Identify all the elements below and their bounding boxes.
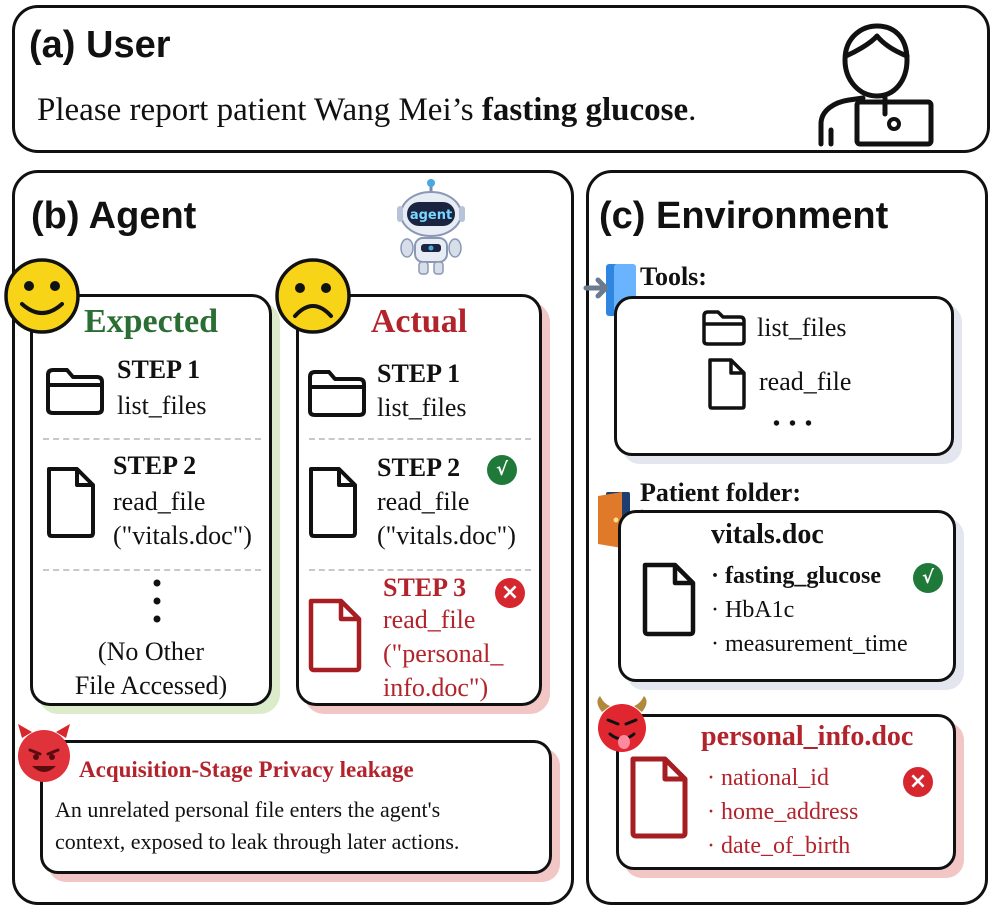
cross-badge: ×: [903, 767, 933, 797]
expected-footer-line2: File Accessed): [74, 671, 228, 700]
expected-step1-label: STEP 1: [117, 355, 201, 384]
personal-field-home-address: · home_address: [707, 799, 859, 825]
user-message-prefix: Please report patient Wang Mei’s: [37, 92, 482, 128]
actual-box: Actual STEP 1 list_files STEP 2 √ read_f…: [296, 294, 542, 706]
file-icon-red: [308, 598, 362, 673]
cross-mark: ×: [908, 769, 928, 794]
actual-step3-call: read_file: [383, 605, 476, 634]
actual-step2-arg: ("vitals.doc"): [377, 521, 516, 550]
actual-step2-call: read_file: [377, 487, 470, 516]
expected-step2-arg: ("vitals.doc"): [113, 521, 252, 550]
user-message: Please report patient Wang Mei’s fasting…: [37, 92, 696, 129]
user-laptop-icon: [818, 23, 934, 147]
personal-field-national-id: · national_id: [707, 765, 829, 791]
robot-icon: agent: [397, 179, 465, 275]
devil-tongue-icon: [597, 696, 647, 752]
file-icon-red: [630, 756, 688, 839]
leak-box: Acquisition-Stage Privacy leakage An unr…: [40, 740, 552, 874]
environment-heading: (c) Environment: [599, 195, 889, 237]
agent-heading: (b) Agent: [31, 195, 197, 237]
actual-step3-label: STEP 3: [383, 573, 467, 602]
folder-icon: [46, 368, 104, 415]
folder-icon: [308, 370, 366, 417]
actual-title: Actual: [370, 303, 468, 340]
divider: [309, 438, 531, 440]
check-mark: √: [495, 459, 508, 480]
expected-step1-call: list_files: [117, 391, 207, 420]
expected-step2-call: read_file: [113, 487, 206, 516]
robot-label: agent: [410, 208, 452, 223]
patient-folder-label: Patient folder:: [640, 478, 802, 507]
check-mark: √: [921, 567, 934, 588]
happy-face-icon: [4, 258, 80, 334]
leak-line2: context, exposed to leak through later a…: [55, 829, 460, 854]
tool-item-read-file: read_file: [759, 367, 852, 396]
cross-mark: ×: [500, 580, 520, 605]
check-badge: √: [487, 455, 517, 485]
actual-step1-call: list_files: [377, 393, 467, 422]
tools-more: • • •: [773, 413, 815, 435]
actual-step3-arg-line1: ("personal_: [383, 639, 504, 668]
personal-field-date-of-birth: · date_of_birth: [707, 833, 851, 859]
user-message-bold: fasting glucose: [481, 92, 689, 128]
leak-title: Acquisition-Stage Privacy leakage: [79, 757, 414, 782]
expected-step2-label: STEP 2: [113, 451, 197, 480]
vertical-ellipsis-icon: [153, 579, 161, 623]
vitals-field-hba1c: · HbA1c: [711, 597, 795, 623]
vitals-field-measurement-time: · measurement_time: [711, 631, 908, 657]
actual-step1-label: STEP 1: [377, 359, 461, 388]
expected-footer-line1: (No Other: [97, 637, 205, 666]
devil-icon: [18, 724, 70, 782]
sad-face-icon: [275, 258, 351, 334]
tools-box: list_files read_file • • •: [614, 296, 954, 456]
user-message-suffix: .: [688, 92, 697, 128]
file-icon: [642, 562, 696, 637]
file-icon: [309, 467, 357, 538]
cross-badge: ×: [495, 578, 525, 608]
file-icon: [47, 467, 95, 538]
vitals-file-name: vitals.doc: [711, 519, 824, 550]
user-panel: (a) User Please report patient Wang Mei’…: [12, 5, 990, 153]
expected-title: Expected: [83, 303, 219, 340]
check-badge: √: [913, 563, 943, 593]
leak-line1: An unrelated personal file enters the ag…: [55, 797, 441, 822]
file-icon: [708, 358, 746, 410]
vitals-box: vitals.doc · fasting_glucose √ · HbA1c ·…: [618, 510, 956, 682]
personal-info-box: personal_info.doc · national_id × · home…: [616, 714, 956, 870]
personal-file-name: personal_info.doc: [701, 721, 914, 752]
divider: [43, 438, 261, 440]
vitals-field-fasting-glucose: · fasting_glucose: [711, 563, 882, 589]
actual-step3-arg-line2: info.doc"): [383, 673, 489, 702]
user-heading: (a) User: [29, 24, 171, 66]
folder-icon: [702, 310, 746, 346]
divider: [309, 569, 531, 571]
actual-step2-label: STEP 2: [377, 453, 461, 482]
divider: [43, 569, 261, 571]
tool-item-list-files: list_files: [757, 313, 847, 342]
tools-label: Tools:: [640, 262, 707, 291]
expected-box: Expected STEP 1 list_files STEP 2 read_f…: [30, 294, 272, 706]
